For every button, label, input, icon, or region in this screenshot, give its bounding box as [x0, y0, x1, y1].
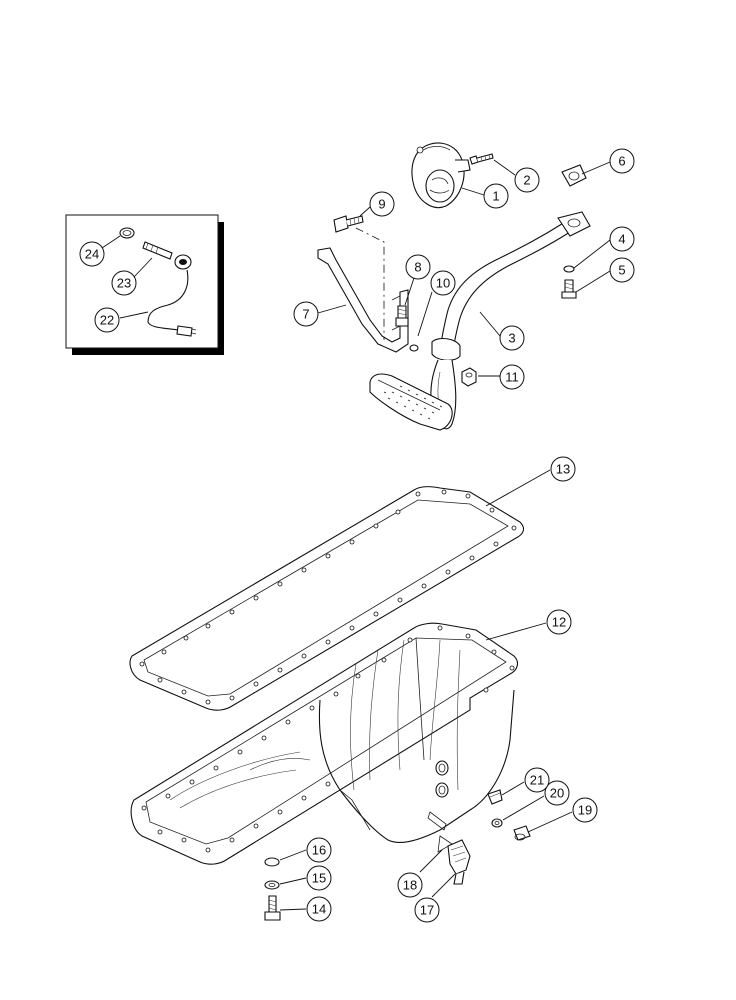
callout-20: 20 — [544, 780, 570, 806]
part-24-oring — [119, 227, 135, 239]
part-22-harness — [147, 269, 197, 337]
part-8-bolt — [395, 305, 409, 327]
svg-text:13: 13 — [556, 462, 570, 477]
callout-23: 23 — [111, 270, 137, 296]
callout-15: 15 — [306, 865, 332, 891]
part-14-bolt — [264, 895, 281, 921]
callout-9: 9 — [369, 191, 395, 217]
part-6-gasket — [561, 164, 587, 187]
callout-12: 12 — [546, 609, 572, 635]
part-17-drain-fitting — [447, 839, 471, 885]
part-1-oil-pump — [411, 142, 471, 208]
svg-text:9: 9 — [378, 197, 385, 212]
svg-text:3: 3 — [508, 331, 515, 346]
svg-text:11: 11 — [505, 370, 519, 385]
part-12-oil-pan — [130, 622, 519, 865]
callout-17: 17 — [414, 897, 440, 923]
callout-24: 24 — [79, 241, 105, 267]
part-11-nut — [461, 367, 477, 387]
svg-text:5: 5 — [618, 263, 625, 278]
part-10-washer — [409, 344, 419, 352]
part-23-sensor — [142, 241, 192, 270]
leader-lines — [101, 159, 611, 911]
strainer-mesh — [383, 385, 443, 420]
svg-text:1: 1 — [492, 189, 499, 204]
svg-text:10: 10 — [436, 276, 450, 291]
svg-text:22: 22 — [100, 313, 114, 328]
callout-22: 22 — [94, 307, 120, 333]
callout-11: 11 — [499, 364, 525, 390]
callout-8: 8 — [405, 254, 431, 280]
svg-text:19: 19 — [578, 803, 592, 818]
part-15-washer — [264, 880, 280, 890]
svg-text:6: 6 — [618, 154, 625, 169]
svg-text:17: 17 — [420, 903, 434, 918]
part-19-plug — [513, 825, 531, 841]
part-3-pickup-tube — [369, 211, 591, 431]
svg-text:23: 23 — [117, 276, 131, 291]
part-9-bolt — [333, 215, 385, 340]
callout-14: 14 — [306, 896, 332, 922]
part-4-washer — [563, 265, 575, 273]
callout-5: 5 — [609, 257, 635, 283]
svg-text:24: 24 — [85, 247, 99, 262]
callout-21: 21 — [524, 767, 550, 793]
callout-6: 6 — [609, 148, 635, 174]
svg-text:14: 14 — [312, 902, 326, 917]
gasket-bolt-holes — [139, 489, 517, 705]
part-21-plug — [487, 789, 503, 805]
inset-panel — [65, 214, 224, 355]
part-16-washer — [264, 857, 280, 867]
callout-18: 18 — [397, 872, 423, 898]
part-18-seal — [437, 835, 453, 853]
callout-13: 13 — [550, 456, 576, 482]
part-5-bolt — [561, 279, 577, 299]
svg-text:8: 8 — [414, 260, 421, 275]
callout-2: 2 — [514, 167, 540, 193]
callout-4: 4 — [609, 226, 635, 252]
part-7-bracket — [317, 247, 409, 353]
callout-10: 10 — [430, 270, 456, 296]
callout-19: 19 — [572, 797, 598, 823]
svg-text:12: 12 — [552, 615, 566, 630]
svg-text:4: 4 — [618, 232, 625, 247]
svg-text:15: 15 — [312, 871, 326, 886]
callout-3: 3 — [499, 325, 525, 351]
svg-text:20: 20 — [550, 786, 564, 801]
svg-text:18: 18 — [403, 878, 417, 893]
svg-text:16: 16 — [312, 843, 326, 858]
callout-16: 16 — [306, 837, 332, 863]
svg-text:21: 21 — [530, 773, 544, 788]
part-13-gasket — [129, 486, 525, 711]
callout-1: 1 — [483, 183, 509, 209]
callout-7: 7 — [293, 301, 319, 327]
part-20-washer — [491, 818, 503, 828]
pan-bolt-holes — [141, 625, 515, 853]
svg-text:2: 2 — [523, 173, 530, 188]
svg-text:7: 7 — [302, 307, 309, 322]
part-2-bolt — [469, 153, 494, 165]
